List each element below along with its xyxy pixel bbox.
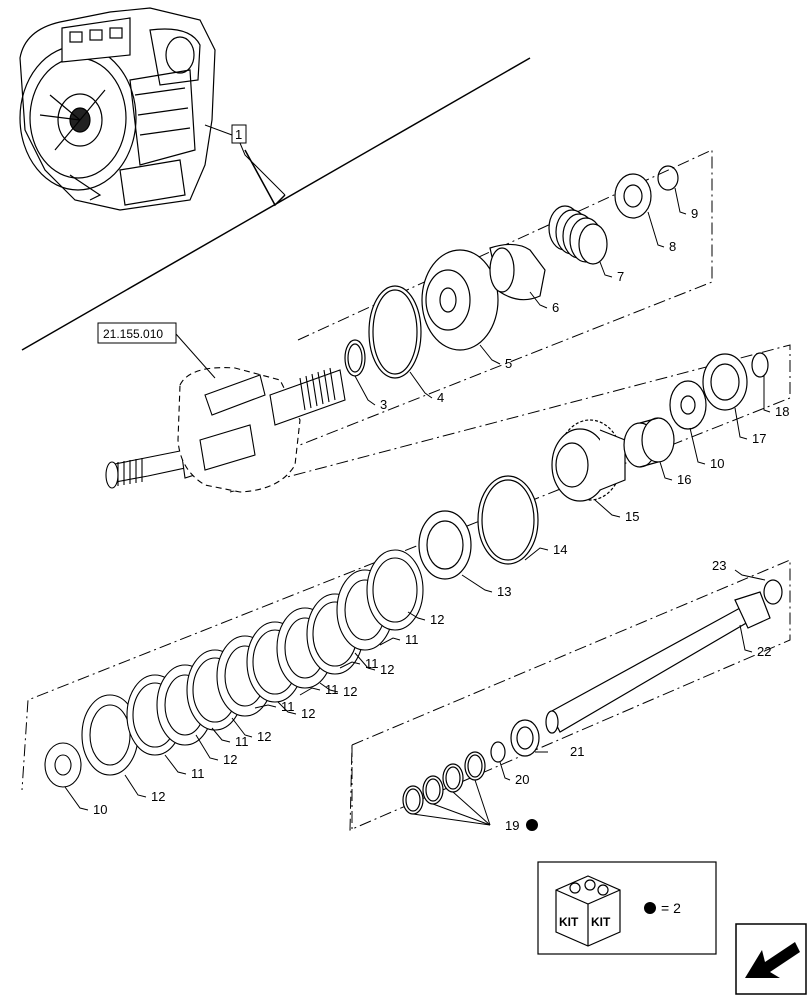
reference-code-label: 21.155.010 <box>103 327 163 341</box>
kit-quantity-text: = 2 <box>661 900 681 916</box>
callout-23[interactable]: 23 <box>712 558 726 573</box>
callout-12f[interactable]: 12 <box>223 752 237 767</box>
callout-20[interactable]: 20 <box>515 772 529 787</box>
callout-11b[interactable]: 11 <box>365 656 379 671</box>
part-6-spring-retainer <box>489 243 546 301</box>
callout-5[interactable]: 5 <box>505 356 512 371</box>
part-19-seal-rings <box>402 751 486 815</box>
callout-11d[interactable]: 11 <box>281 699 295 714</box>
part-10-washer <box>669 380 707 430</box>
callout-8[interactable]: 8 <box>669 239 676 254</box>
kit-legend-box: KIT KIT = 2 <box>537 861 717 955</box>
callout-3[interactable]: 3 <box>380 397 387 412</box>
kit-label-left: KIT <box>559 915 579 929</box>
part-3-snap-ring <box>344 339 366 377</box>
callout-11e[interactable]: 11 <box>235 734 249 749</box>
callout-11c[interactable]: 11 <box>325 682 339 697</box>
callout-19[interactable]: 19 <box>505 818 519 833</box>
part-18-circlip <box>751 352 769 378</box>
kit-dot-icon <box>644 902 656 914</box>
callout-10-lower[interactable]: 10 <box>93 802 107 817</box>
callout-labels: 3 4 5 6 7 8 9 10 17 18 16 15 14 13 12 11… <box>93 206 789 833</box>
part-14-seal-ring <box>477 475 539 565</box>
arrow-back-icon[interactable] <box>735 923 807 995</box>
callout-7[interactable]: 7 <box>617 269 624 284</box>
part-17-bearing <box>702 353 748 411</box>
reference-callout-21-155-010[interactable]: 21.155.010 <box>97 322 177 344</box>
callout-12b[interactable]: 12 <box>380 662 394 677</box>
callout-11a[interactable]: 11 <box>405 632 419 647</box>
group-callout-1-label: 1 <box>235 127 242 142</box>
part-5-piston <box>421 249 499 351</box>
callout-14[interactable]: 14 <box>553 542 567 557</box>
callout-12a[interactable]: 12 <box>430 612 444 627</box>
kit-box-icon <box>555 875 621 947</box>
kit-label-right: KIT <box>591 915 611 929</box>
callout-15[interactable]: 15 <box>625 509 639 524</box>
callout-22[interactable]: 22 <box>757 644 771 659</box>
part-7-spring <box>548 205 608 265</box>
part-13-plate <box>418 510 472 580</box>
transmission-assembly-illustration <box>19 7 216 211</box>
callout-9[interactable]: 9 <box>691 206 698 221</box>
part-4-seal-ring <box>368 285 422 379</box>
group-callout-1[interactable]: 1 <box>231 124 247 144</box>
part-16-needle-bearing <box>623 417 675 468</box>
part-23-ring <box>763 579 783 605</box>
callout-11f[interactable]: 11 <box>191 766 205 781</box>
shaft-21-155-010 <box>105 367 346 493</box>
part-8-washer <box>614 173 652 219</box>
callout-12d[interactable]: 12 <box>301 706 315 721</box>
part-20-circlip <box>490 741 506 763</box>
part-9-circlip <box>657 165 679 191</box>
callout-12c[interactable]: 12 <box>343 684 357 699</box>
callout-leaders <box>64 187 771 826</box>
clutch-pack-plates <box>44 549 424 788</box>
callout-6[interactable]: 6 <box>552 300 559 315</box>
kit-marker-dot <box>526 819 538 831</box>
callout-4[interactable]: 4 <box>437 390 444 405</box>
callout-10-upper[interactable]: 10 <box>710 456 724 471</box>
callout-12e[interactable]: 12 <box>257 729 271 744</box>
callout-18[interactable]: 18 <box>775 404 789 419</box>
callout-13[interactable]: 13 <box>497 584 511 599</box>
callout-16[interactable]: 16 <box>677 472 691 487</box>
callout-17[interactable]: 17 <box>752 431 766 446</box>
part-21-bearing <box>510 719 540 757</box>
part-15-gear <box>551 419 626 502</box>
callout-12g[interactable]: 12 <box>151 789 165 804</box>
callout-21[interactable]: 21 <box>570 744 584 759</box>
part-22-shaft <box>545 591 771 734</box>
